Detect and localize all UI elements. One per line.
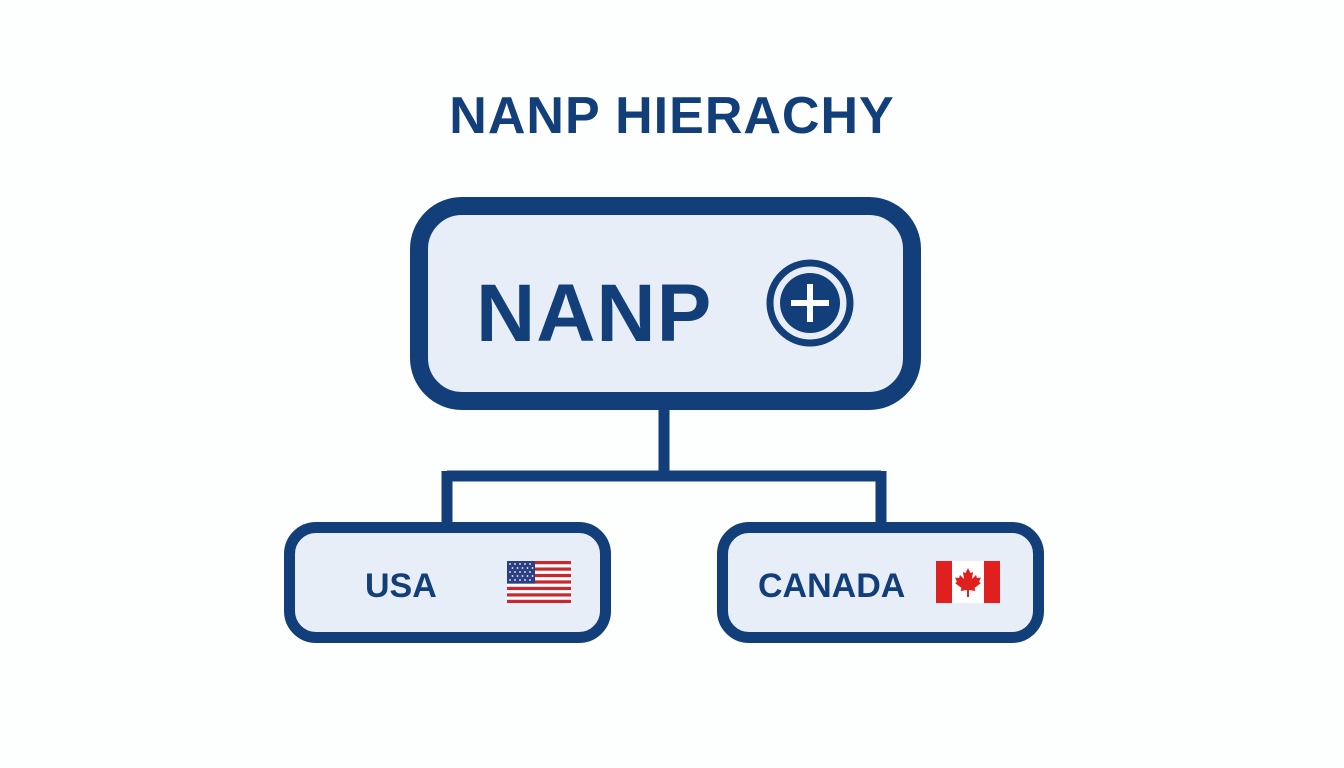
usa-node-label: USA <box>365 567 437 605</box>
nanp-root-node: NANP <box>410 197 921 410</box>
canada-node: CANADA <box>717 522 1044 643</box>
canada-node-label: CANADA <box>758 567 906 605</box>
plus-circle-icon <box>766 259 854 347</box>
canada-flag-icon <box>936 561 1000 603</box>
usa-flag-icon <box>507 561 571 603</box>
diagram-title: NANP HIERACHY <box>449 87 895 145</box>
root-node-label: NANP <box>476 268 713 359</box>
usa-node: USA <box>284 522 611 643</box>
